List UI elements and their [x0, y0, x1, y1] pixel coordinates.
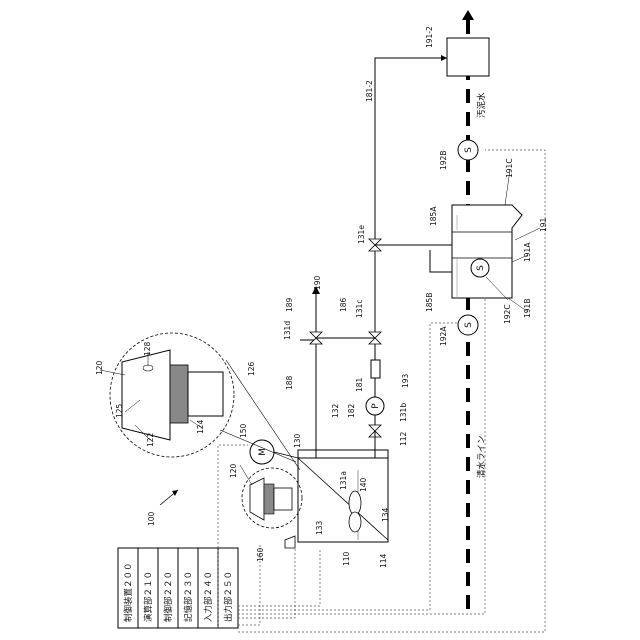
motor-m: M [250, 440, 298, 464]
label-185A: 185A [429, 206, 438, 226]
valves [310, 239, 381, 464]
tank-191: S [430, 205, 522, 298]
sensor-192A: S [458, 315, 478, 335]
label-120b: 120 [229, 463, 238, 478]
label-192C: 192C [503, 304, 512, 324]
label-190: 190 [313, 275, 322, 290]
label-112: 112 [399, 431, 408, 446]
label-130: 130 [293, 433, 302, 448]
label-160: 160 [256, 547, 265, 562]
label-110: 110 [342, 551, 351, 566]
controller-block: 制御装置２００ 演算部２１０ 制御部２２０ 記憶部２３０ 入力部２４０ 出力部２… [118, 548, 238, 628]
cone-device-small [242, 468, 302, 528]
label-191-2: 191-2 [425, 26, 434, 48]
label-182: 182 [347, 403, 356, 418]
label-131b: 131b [399, 403, 408, 422]
label-192B: 192B [439, 151, 448, 170]
device-160 [285, 536, 295, 548]
label-140: 140 [359, 477, 368, 492]
label-134: 134 [381, 507, 390, 522]
label-181-2: 181-2 [365, 80, 374, 102]
controller-title: 制御装置２００ [123, 562, 134, 622]
filter-193 [371, 360, 380, 378]
label-188: 188 [285, 375, 294, 390]
label-191A: 191A [523, 242, 532, 262]
box-191-2 [447, 38, 489, 76]
label-100: 100 [147, 511, 156, 526]
controller-unit-calc: 演算部２１０ [143, 571, 154, 622]
label-131a: 131a [339, 471, 348, 490]
controller-unit-output: 出力部２５０ [223, 571, 234, 622]
label-126: 126 [247, 361, 256, 376]
label-193: 193 [401, 373, 410, 388]
label-132: 132 [331, 403, 340, 418]
label-125: 125 [115, 403, 124, 418]
label-192A: 192A [439, 326, 448, 346]
label-181: 181 [355, 377, 364, 392]
label-185B: 185B [425, 293, 434, 312]
label-120a: 120 [95, 360, 104, 375]
label-186: 186 [339, 297, 348, 312]
label-131d: 131d [283, 321, 292, 340]
pump-symbol: P [371, 403, 381, 409]
clean-water-label: 清水ライン [476, 435, 487, 478]
label-189: 189 [285, 297, 294, 312]
controller-unit-input: 入力部２４０ [203, 571, 214, 622]
label-131e: 131e [357, 225, 366, 244]
label-150: 150 [239, 423, 248, 438]
sensor-192B: S [458, 140, 478, 160]
main-pipe [300, 245, 375, 458]
label-131c: 131c [355, 300, 364, 318]
sewage-label: 汚泥水 [476, 92, 487, 118]
sensor-192A-symbol: S [464, 322, 474, 328]
controller-unit-control: 制御部２２０ [163, 571, 174, 622]
controller-unit-storage: 記憶部２３０ [183, 571, 194, 622]
label-128: 128 [143, 341, 152, 356]
label-122: 122 [146, 432, 155, 447]
label-191: 191 [539, 217, 548, 232]
label-114: 114 [379, 553, 388, 568]
sensor-192C-symbol: S [476, 265, 486, 271]
clean-water-line: 清水ライン 汚泥水 [462, 10, 487, 618]
label-191B: 191B [523, 299, 532, 318]
label-133: 133 [315, 520, 324, 535]
pump-p: P [366, 397, 384, 415]
sensor-192B-symbol: S [464, 147, 474, 153]
